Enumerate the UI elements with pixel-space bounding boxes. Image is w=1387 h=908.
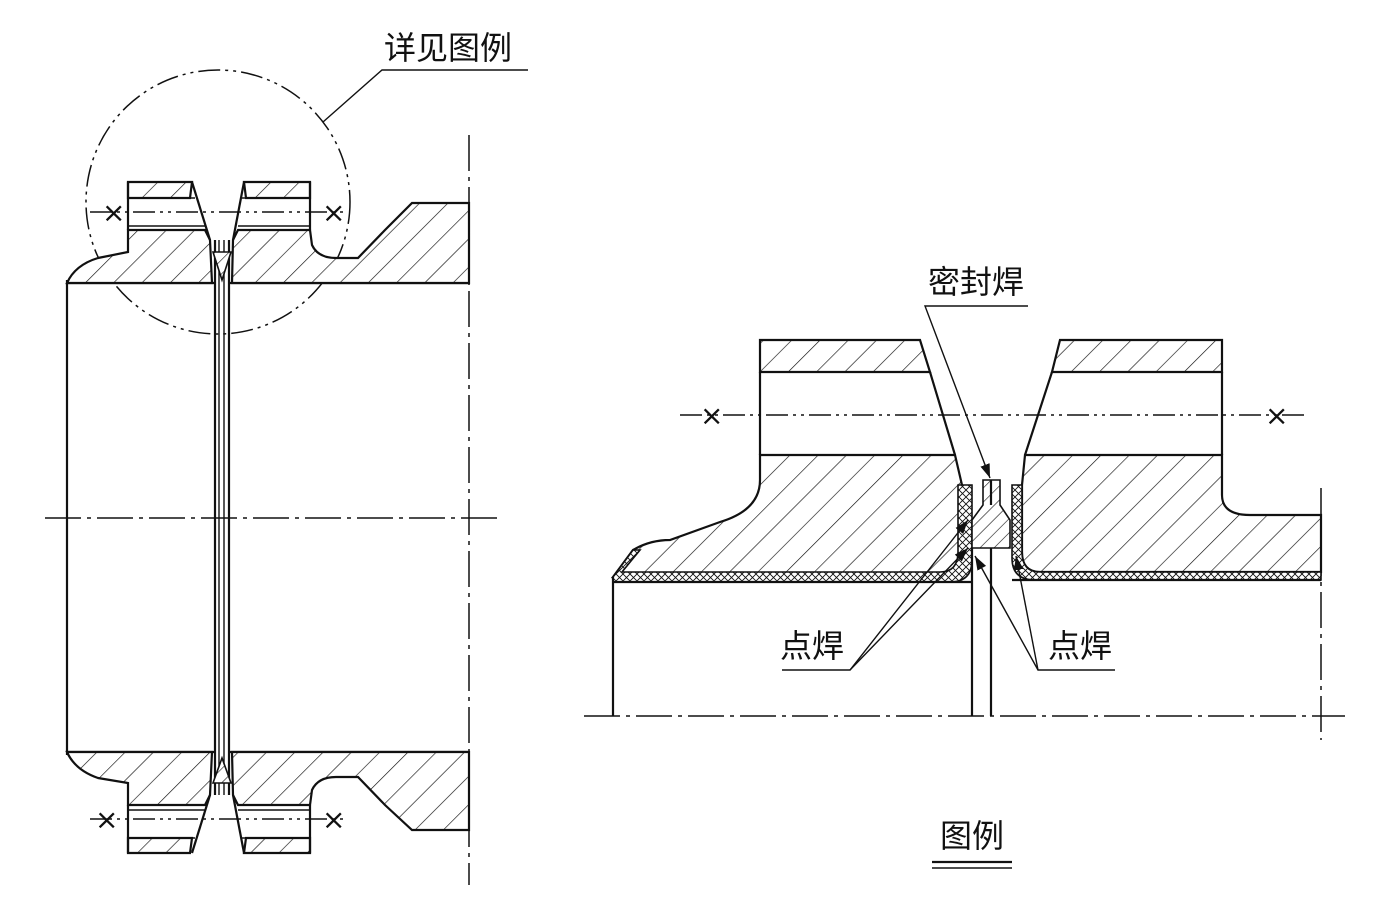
detail-right-ring-taper (1023, 371, 1054, 456)
detail-left-ring-taper (928, 371, 957, 456)
detail-left-flange-section (610, 453, 964, 579)
detail-bolt-mark-right: × (1265, 399, 1288, 432)
bottom-left-bolt-ring (126, 836, 194, 855)
detail-circle (85, 69, 351, 335)
top-left-ring-taper (190, 181, 212, 241)
detail-right-flange-section (1020, 453, 1323, 574)
top-right-ring-taper (231, 181, 246, 241)
detail-left-bolt-ring (758, 338, 932, 374)
detail-left-lining (612, 484, 973, 583)
bottom-right-ring-taper (231, 794, 246, 854)
seal-weld-label: 密封焊 (928, 263, 1025, 301)
bolt-mark-top-right: × (322, 196, 345, 229)
bottom-gasket-seal (211, 755, 233, 784)
spot-weld-right-leader-2 (1013, 555, 1039, 671)
detail-bolt-mark-left: × (700, 399, 723, 432)
bottom-right-bolt-ring (242, 836, 312, 855)
detail-gasket (971, 479, 1011, 549)
legend-title: 图例 (940, 817, 1005, 855)
bottom-left-flange-section (65, 750, 214, 807)
bottom-left-ring-taper (190, 794, 212, 854)
top-left-bolt-ring (126, 180, 194, 200)
spot-weld-left-label: 点焊 (780, 627, 845, 665)
bolt-mark-bottom-left: × (95, 803, 118, 836)
spot-weld-right-label: 点焊 (1048, 627, 1113, 665)
bottom-right-flange-section (230, 750, 471, 832)
detail-reference-label: 详见图例 (384, 29, 513, 67)
top-left-flange-section (65, 228, 214, 285)
top-gasket-seal (211, 251, 233, 283)
top-right-bolt-ring (242, 180, 312, 200)
detail-view: × × (584, 305, 1345, 869)
bolt-mark-top-left: × (102, 196, 125, 229)
bolt-mark-bottom-right: × (322, 803, 345, 836)
detail-right-bolt-ring (1050, 338, 1224, 374)
top-right-flange-section (230, 201, 471, 285)
left-sectional-view: × × × × (45, 69, 528, 885)
detail-leader-line (322, 69, 528, 123)
spot-weld-left-leader-2 (849, 547, 969, 671)
seal-weld-leader (923, 305, 1028, 479)
